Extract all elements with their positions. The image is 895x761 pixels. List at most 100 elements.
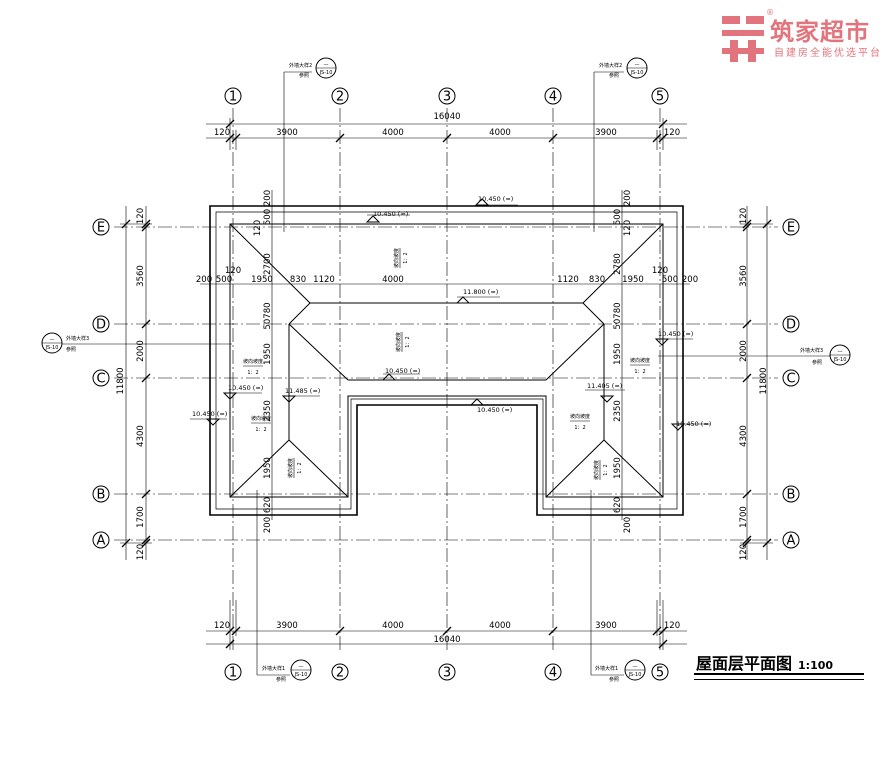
dimension-label: 200 (623, 517, 633, 533)
axis-bubble-left-D: D (92, 315, 110, 333)
dimension-label: 2350 (613, 400, 623, 422)
dimension-label: 120 (664, 128, 680, 138)
svg-text:—: — (324, 62, 329, 68)
dimension-label: 1950 (251, 275, 273, 285)
axis-bubble-left-C: C (92, 369, 110, 387)
svg-text:参照: 参照 (66, 346, 76, 353)
dimension-label: 50780 (263, 302, 273, 329)
dimension-chain-right: 11800 120 3560 2000 4300 1700 120 (739, 206, 773, 560)
svg-text:—: — (633, 664, 638, 670)
dimension-label: 120 (664, 621, 680, 631)
roof-eave-line (229, 223, 664, 498)
dimension-label: 620 (613, 497, 623, 513)
svg-text:坡向坡度: 坡向坡度 (570, 413, 590, 420)
elevation-mark: 10.450 (≈) (190, 410, 227, 426)
dimension-label: 120 (136, 544, 146, 560)
dimension-label: 500 (662, 275, 678, 285)
dimension-label: 620 (263, 497, 273, 513)
axis-bubble-left-E: E (92, 218, 110, 236)
logo-mark-icon (722, 16, 764, 62)
detail-callout: 外墙大样1 参照 — JS-10 (256, 490, 312, 683)
axis-label: 1 (229, 666, 237, 681)
axis-bubble-right-A: A (782, 531, 800, 549)
detail-refs: 外墙大样2 参照 — JS-10 外墙大样2 参照 — JS-10 外墙大样3 … (41, 57, 851, 683)
svg-text:坡向坡度: 坡向坡度 (393, 248, 400, 268)
dimension-label: 200 (263, 190, 273, 206)
axis-label: 3 (443, 666, 451, 681)
axis-label: B (97, 488, 106, 503)
dimension-label: 500 (263, 209, 273, 225)
axis-label: 2 (336, 90, 344, 105)
axis-label: A (97, 534, 106, 549)
detail-callout: 外墙大样1 参照 — JS-10 (590, 490, 646, 683)
svg-text:1：2: 1：2 (405, 336, 411, 347)
svg-text:10.450 (≈): 10.450 (≈) (676, 420, 711, 428)
elevation-mark: 11.485 (≈) (281, 387, 320, 403)
svg-text:10.450 (≈): 10.450 (≈) (658, 330, 693, 338)
axis-bubble-top-3: 3 (438, 87, 456, 105)
svg-text:坡向坡度: 坡向坡度 (593, 460, 600, 480)
svg-text:坡向坡度: 坡向坡度 (287, 458, 294, 478)
axis-label: C (96, 372, 105, 387)
slope-note: 坡向坡度 1：2 (570, 413, 590, 431)
axis-bubble-top-1: 1 (224, 87, 242, 105)
axis-bubble-left-B: B (92, 485, 110, 503)
roof-ridges (229, 223, 664, 498)
svg-text:参照: 参照 (299, 72, 309, 79)
svg-text:1：2: 1：2 (255, 427, 266, 433)
axis-label: A (787, 534, 796, 549)
brand-name: 筑家超市 (770, 18, 870, 46)
axis-bubble-right-D: D (782, 315, 800, 333)
svg-text:JS-10: JS-10 (319, 70, 333, 76)
axis-label: 4 (549, 90, 557, 105)
slope-note: 坡向坡度 1：2 (287, 458, 303, 478)
svg-text:10.450 (≈): 10.450 (≈) (478, 195, 513, 203)
internal-dimensions: 200 500 1950 830 1120 4000 1120 830 1950… (196, 190, 698, 533)
svg-text:坡向坡度: 坡向坡度 (243, 358, 263, 365)
axis-bubbles: 1 2 3 4 5 1 2 3 4 5 E D C B A E D C B A (92, 87, 800, 681)
axis-label: B (787, 488, 796, 503)
svg-text:坡向坡度: 坡向坡度 (395, 332, 402, 352)
axis-bubble-right-B: B (782, 485, 800, 503)
elevation-mark: 10.450 (≈) (474, 195, 518, 206)
axis-bubble-right-E: E (782, 218, 800, 236)
elevation-mark: 10.450 (≈) (381, 367, 420, 381)
slope-notes: 坡向坡度 1：2 坡向坡度 1：2 坡向坡度 1：2 坡向坡度 1：2 坡向坡度… (243, 248, 650, 480)
axis-bubble-top-5: 5 (651, 87, 669, 105)
dimension-label: 4000 (489, 128, 511, 138)
svg-text:坡向坡度: 坡向坡度 (630, 357, 650, 364)
dimension-label: 1700 (136, 506, 146, 528)
svg-text:11.405 (≈): 11.405 (≈) (587, 382, 622, 390)
dimension-label: 1120 (313, 275, 335, 285)
axis-bubble-top-2: 2 (331, 87, 349, 105)
elevation-mark: 10.450 (≈) (469, 398, 515, 414)
axis-bubble-bottom-4: 4 (544, 663, 562, 681)
axis-label: 5 (656, 90, 664, 105)
axis-label: 2 (336, 666, 344, 681)
svg-text:外墙大样1: 外墙大样1 (595, 665, 618, 672)
dimension-chain-bottom: 120 3900 4000 4000 3900 120 16040 (206, 600, 687, 650)
svg-text:JS-10: JS-10 (628, 672, 642, 678)
dimension-label: 3560 (136, 265, 146, 287)
elevation-mark: 10.450 (≈) (222, 384, 263, 400)
axis-label: 1 (229, 90, 237, 105)
detail-callout: 外墙大样3 参照 — JS-10 (41, 332, 232, 354)
dimension-label: 500 (613, 209, 623, 225)
axis-bubble-left-A: A (92, 531, 110, 549)
dimension-label: 120 (214, 128, 230, 138)
dimension-label: 1950 (622, 275, 644, 285)
axis-label: E (97, 221, 105, 236)
axis-label: E (787, 221, 795, 236)
svg-text:外墙大样2: 外墙大样2 (599, 62, 622, 69)
dimension-label: 500 (216, 275, 232, 285)
dimension-label: 120 (214, 621, 230, 631)
drawing-title: 屋面层平面图 (696, 654, 793, 673)
svg-text:JS-10: JS-10 (45, 345, 59, 351)
axis-label: D (786, 318, 796, 333)
dimension-label: 1950 (613, 343, 623, 365)
slope-note: 坡向坡度 1：2 (630, 357, 650, 375)
dimension-label: 16040 (433, 112, 460, 122)
dimension-label: 4300 (136, 425, 146, 447)
svg-text:10.450 (≈): 10.450 (≈) (385, 367, 420, 375)
dimension-label: 830 (290, 275, 306, 285)
